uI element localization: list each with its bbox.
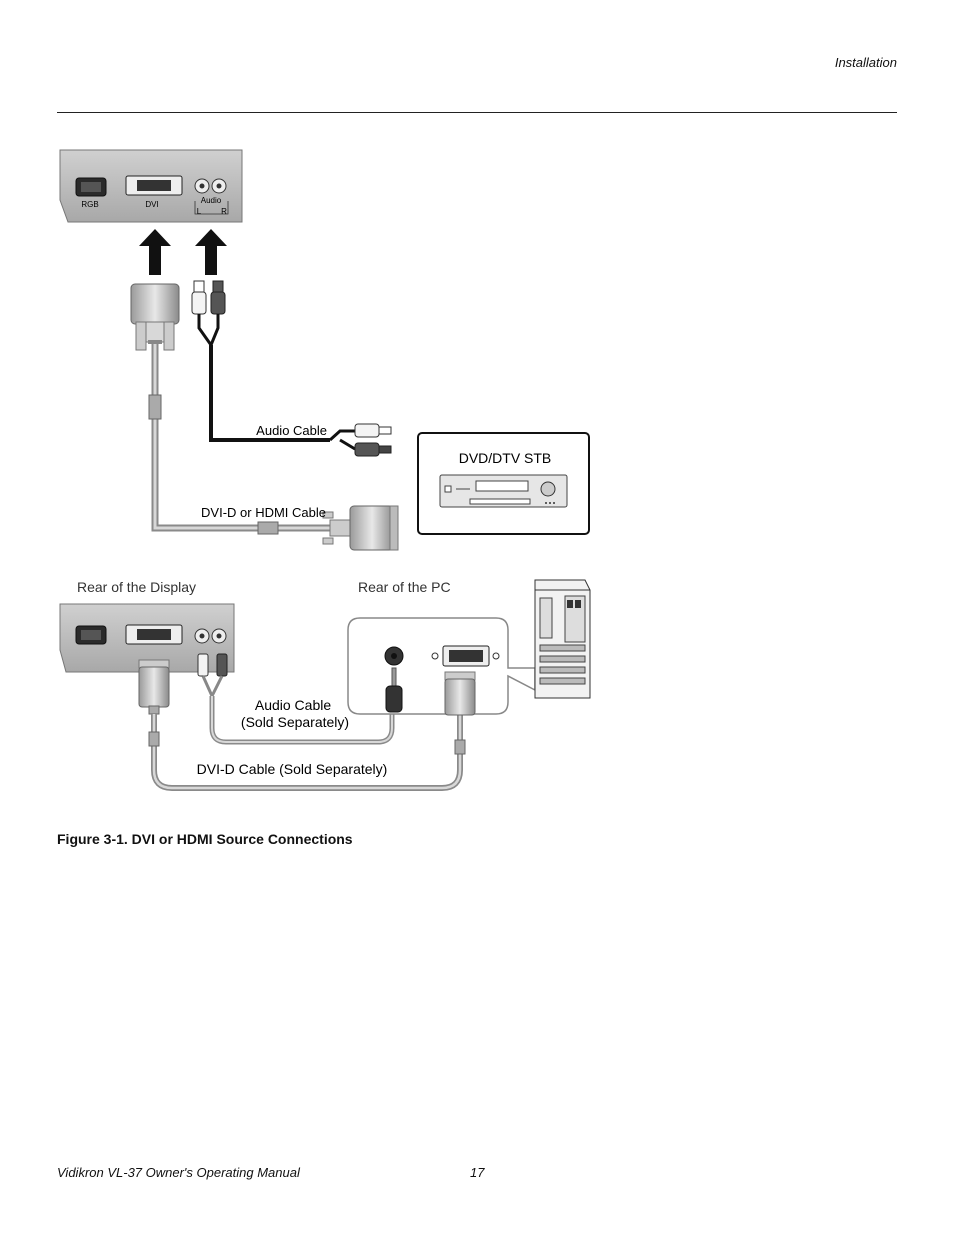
footer-page-number: 17 [470, 1165, 485, 1180]
dvi-plug-top [130, 283, 180, 351]
pc-tower-icon [534, 579, 591, 699]
audio-cable-label-bottom-2: (Sold Separately) [241, 714, 349, 730]
source-device-label: DVD/DTV STB [459, 450, 552, 466]
audio-l-label: L [197, 207, 202, 216]
connection-diagram: RGB DVI Audio L R Audio Cable [59, 149, 591, 791]
dvi-cable-label-bottom: DVI-D Cable (Sold Separately) [197, 761, 388, 777]
audio-cable-label-bottom-1: Audio Cable [255, 697, 331, 713]
display-rear-panel-bottom [59, 603, 235, 673]
rca-plugs-top [191, 280, 226, 349]
rca-plugs-source [328, 423, 392, 457]
header-rule [57, 112, 897, 113]
mini-jack-plug [385, 667, 403, 713]
running-header: Installation [834, 55, 897, 70]
footer-manual-title: Vidikron VL-37 Owner's Operating Manual [57, 1165, 300, 1180]
display-rear-panel-top: RGB DVI Audio L R [59, 149, 243, 223]
dvi-plug-source [322, 505, 399, 551]
arrow-up-dvi [139, 229, 171, 275]
rear-pc-label: Rear of the PC [358, 579, 451, 595]
rear-display-label: Rear of the Display [77, 579, 196, 595]
pc-rear-callout [347, 617, 536, 715]
dvi-label: DVI [145, 200, 158, 209]
dvi-plug-display-bottom [138, 659, 170, 715]
audio-cable-top [209, 345, 330, 442]
audio-cable-label-top: Audio Cable [256, 423, 327, 438]
arrow-up-audio [195, 229, 227, 275]
figure-caption: Figure 3-1. DVI or HDMI Source Connectio… [57, 831, 353, 847]
connection-arrows [139, 229, 227, 275]
dvi-cable-label-top: DVI-D or HDMI Cable [201, 505, 326, 520]
dvi-plug-pc [444, 671, 476, 716]
rgb-label: RGB [81, 200, 98, 209]
audio-label: Audio [201, 196, 222, 205]
dvd-dtv-stb-box: DVD/DTV STB [417, 432, 590, 535]
audio-r-label: R [221, 207, 227, 216]
